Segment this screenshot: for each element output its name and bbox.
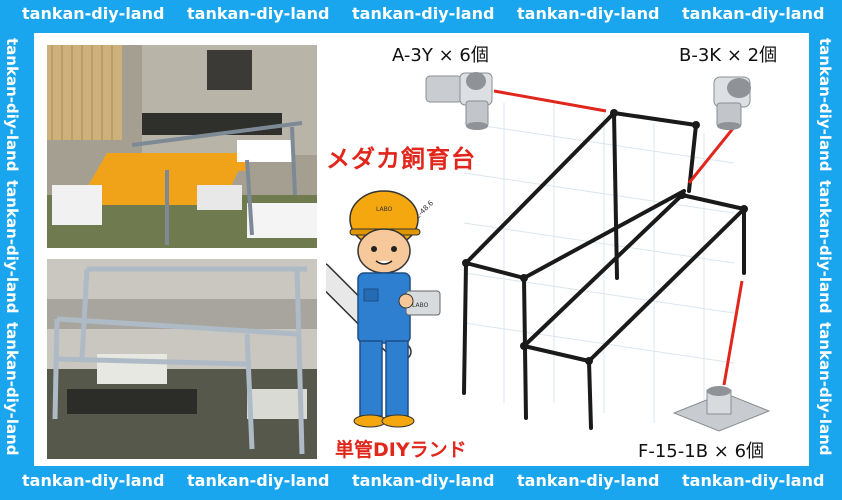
watermark-bottom-1: tankan-diy-land	[22, 471, 165, 490]
pipe-frame	[462, 111, 746, 430]
watermark-right-1: tankan-diy-land	[816, 38, 834, 172]
watermark-right-2: tankan-diy-land	[816, 180, 834, 314]
watermark-top-2: tankan-diy-land	[187, 4, 330, 23]
fitting-a-3y-icon	[425, 72, 493, 130]
watermark-left-2: tankan-diy-land	[3, 180, 21, 314]
watermark-left-1: tankan-diy-land	[3, 38, 21, 172]
photo-finished-stand-image	[47, 45, 317, 248]
watermark-bottom-2: tankan-diy-land	[187, 471, 330, 490]
watermark-top-1: tankan-diy-land	[22, 4, 165, 23]
content-panel: メダカ飼育台 単管DIYランド A-3Y × 6個 B-3K × 2個 F-15…	[34, 33, 809, 466]
part-label-f: F-15-1B × 6個	[638, 441, 765, 462]
fitting-b-3k-icon	[713, 76, 751, 130]
watermark-top-3: tankan-diy-land	[352, 4, 495, 23]
watermark-bottom-4: tankan-diy-land	[517, 471, 660, 490]
part-label-b: B-3K × 2個	[679, 45, 778, 66]
watermark-top-4: tankan-diy-land	[517, 4, 660, 23]
product-title: メダカ飼育台	[326, 145, 476, 173]
fitting-f-15-1b-icon	[672, 386, 771, 432]
frame-diagram	[425, 72, 771, 432]
mascot-holding-text: LABO	[412, 302, 429, 309]
photo-bare-frame	[47, 259, 317, 459]
photo-finished-stand	[47, 45, 317, 248]
watermark-top-5: tankan-diy-land	[682, 4, 825, 23]
part-label-a: A-3Y × 6個	[392, 45, 489, 66]
mascot-illustration: PIPE-48.6 LABO LABO	[326, 190, 441, 428]
watermark-right-3: tankan-diy-land	[816, 322, 834, 456]
photo-bare-frame-image	[47, 259, 317, 459]
leader-lines	[493, 89, 744, 386]
watermark-bottom-3: tankan-diy-land	[352, 471, 495, 490]
watermark-bottom-5: tankan-diy-land	[682, 471, 825, 490]
pipe-joints	[462, 109, 748, 365]
brand-name: 単管DIYランド	[335, 439, 467, 461]
watermark-left-3: tankan-diy-land	[3, 322, 21, 456]
mascot-helmet-text: LABO	[376, 206, 393, 213]
